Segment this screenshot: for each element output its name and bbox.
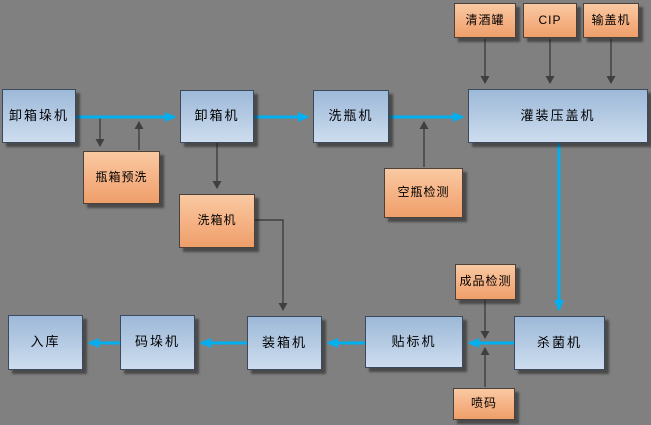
node-empty-bottle-inspection: 空瓶检测 xyxy=(384,168,463,218)
node-cip: CIP xyxy=(523,3,577,38)
node-labeler: 贴标机 xyxy=(365,316,463,368)
node-bright-beer-tank: 清酒罐 xyxy=(454,3,516,38)
node-cap-feeder: 输盖机 xyxy=(583,3,639,38)
node-case-packer: 装箱机 xyxy=(247,316,322,370)
node-pasteurizer: 杀菌机 xyxy=(514,316,605,370)
node-crate-prewash: 瓶箱预洗 xyxy=(83,151,160,204)
node-bottle-washer: 洗瓶机 xyxy=(313,90,389,143)
node-finished-product-inspection: 成品检测 xyxy=(455,264,516,300)
node-decrater: 卸箱机 xyxy=(180,90,254,143)
node-inkjet-coder: 喷码 xyxy=(453,388,515,420)
node-filler-capper: 灌装压盖机 xyxy=(468,89,648,143)
node-warehouse: 入库 xyxy=(8,315,83,370)
edge-crate-washer-to-case-packer xyxy=(255,219,288,311)
node-crate-washer: 洗箱机 xyxy=(179,194,255,248)
node-depalletizer: 卸箱垛机 xyxy=(2,89,76,143)
node-palletizer: 码垛机 xyxy=(120,315,195,370)
